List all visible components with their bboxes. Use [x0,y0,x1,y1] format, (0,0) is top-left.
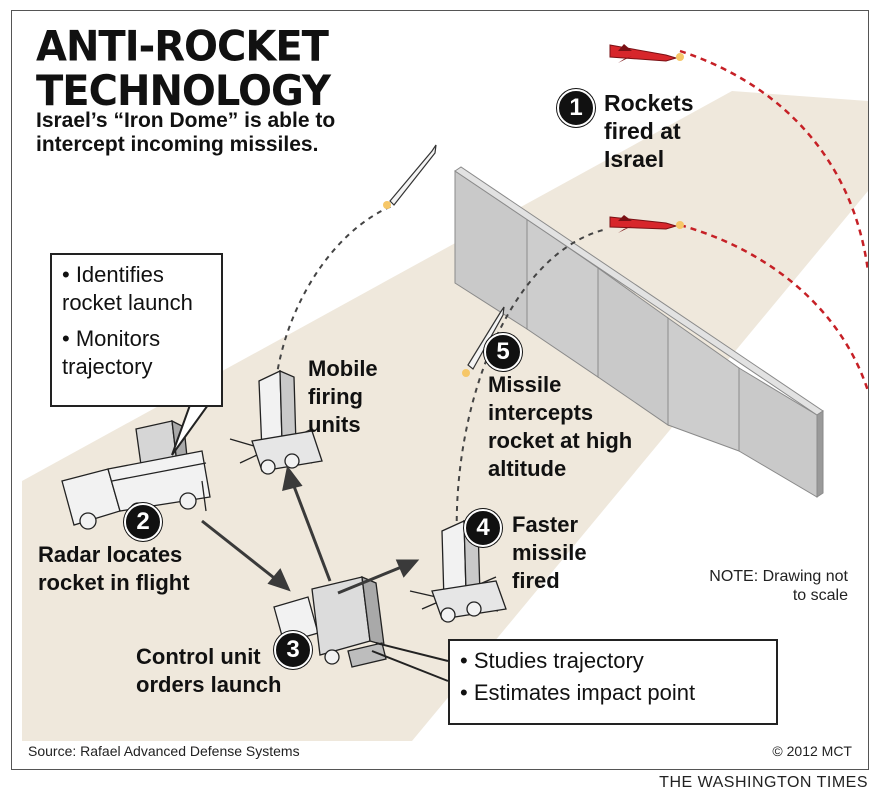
command-arrows [201,465,420,595]
step-4-label-line: Faster [512,512,579,537]
step-4-label-line: missile [512,540,587,565]
rocket-trajectory-upper [679,49,868,272]
step-3-label-line: Control unit [136,644,261,669]
interceptor-trajectory-mobile [273,205,393,400]
subtitle: Israel’s “Iron Dome” is able to intercep… [36,109,336,156]
step-1-label-line: fired at [604,118,681,144]
arrow-control-to-mobile [290,480,332,582]
interceptor-missile-intercept [462,306,505,377]
step-3-label: Control unit orders launch [136,643,281,699]
wall-end [816,410,824,498]
step-4-label-line: fired [512,568,560,593]
control-callout-item: • Studies trajectory [460,648,644,673]
control-callout-pointer-2 [375,642,449,662]
interceptor-trajectory-5 [455,228,608,542]
step-4-label: Faster missile fired [512,511,587,595]
step-4-badge: 4 [464,509,502,547]
step-2-badge: 2 [124,503,162,541]
step-5-badge: 5 [484,333,522,371]
rocket-lower [609,215,684,233]
radar-truck [61,419,211,530]
step-2-label-line: rocket in flight [38,570,190,595]
step-1-label-line: Israel [604,146,665,172]
step-1-label: Rockets fired at Israel [604,89,693,173]
copyright: © 2012 MCT [772,743,852,759]
step-3-label-line: orders launch [136,672,282,697]
mobile-label-line: Mobile [308,356,378,381]
mobile-launcher-upper [229,369,323,475]
step-2-label-line: Radar locates [38,542,183,567]
mobile-label-line: firing [308,384,363,409]
ground-plane [22,91,868,741]
control-callout-pointer [371,650,449,682]
radar-callout-item: • Monitors trajectory [62,326,161,379]
radar-callout-item: • Identifies rocket launch [62,262,193,315]
rocket-trajectory-lower [679,223,868,392]
step-3-badge: 3 [274,631,312,669]
scene-illustration [22,44,868,741]
title-line-2: TECHNOLOGY [36,67,331,116]
step-2-label: Radar locates rocket in flight [38,541,190,597]
mobile-firing-units-label: Mobile firing units [308,355,378,439]
arrow-control-to-launcher [337,564,405,595]
wall [454,166,824,498]
title-line-1: ANTI-ROCKET [36,22,329,72]
step-5-label-line: rocket at high [488,428,633,453]
step-5-label-line: altitude [488,456,567,481]
radar-callout: • Identifies rocket launch • Monitors tr… [50,253,223,407]
control-callout: • Studies trajectory • Estimates impact … [448,639,778,725]
step-1-label-line: Rockets [604,90,694,116]
control-callout-item: • Estimates impact point [460,680,696,705]
step-5-label-line: Missile [488,372,562,397]
page-title: ANTI-ROCKET TECHNOLOGY [36,22,331,116]
scale-note: NOTE: Drawing not to scale [709,568,848,604]
step-1-badge: 1 [557,89,595,127]
step-5-label-line: intercepts [488,400,594,425]
source-credit: Source: Rafael Advanced Defense Systems [28,743,300,759]
arrow-radar-to-control [201,519,279,583]
interceptor-missile-high [383,144,437,209]
publisher-credit: THE WASHINGTON TIMES [659,774,868,791]
mobile-label-line: units [308,412,361,437]
infographic-frame: ANTI-ROCKET TECHNOLOGY Israel’s “Iron Do… [11,10,869,770]
step-5-label: Missile intercepts rocket at high altitu… [488,371,632,483]
rocket-upper [609,44,684,63]
